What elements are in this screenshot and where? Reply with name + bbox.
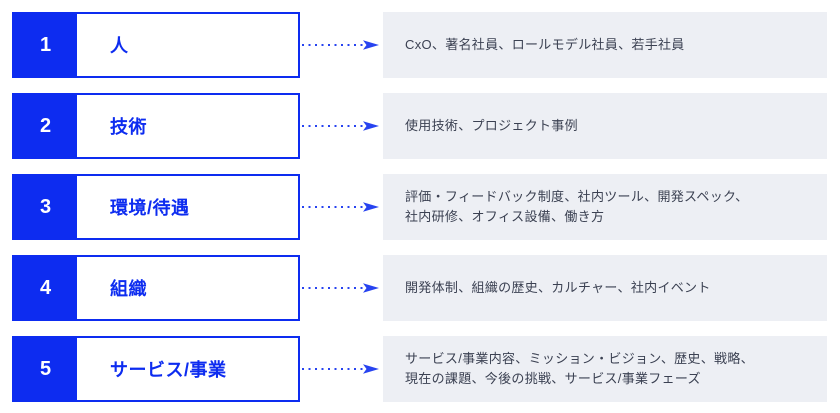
category-description: CxO、著名社員、ロールモデル社員、若手社員 xyxy=(383,12,827,78)
category-label: サービス/事業 xyxy=(110,360,227,380)
step-number-badge: 4 xyxy=(14,257,77,319)
category-description: サービス/事業内容、ミッション・ビジョン、歴史、戦略、 現在の課題、今後の挑戦、… xyxy=(383,336,827,402)
category-box: 1 人 xyxy=(12,12,300,78)
category-label: 組織 xyxy=(110,279,147,299)
category-label: 技術 xyxy=(110,117,147,137)
dotted-arrow-icon xyxy=(300,255,383,321)
category-description: 使用技術、プロジェクト事例 xyxy=(383,93,827,159)
category-row-4: 4 組織 開発体制、組織の歴史、カルチャー、社内イベント xyxy=(12,255,827,321)
category-label: 環境/待遇 xyxy=(110,198,190,218)
category-box: 3 環境/待遇 xyxy=(12,174,300,240)
category-description: 評価・フィードバック制度、社内ツール、開発スペック、 社内研修、オフィス設備、働… xyxy=(383,174,827,240)
category-description: 開発体制、組織の歴史、カルチャー、社内イベント xyxy=(383,255,827,321)
category-row-3: 3 環境/待遇 評価・フィードバック制度、社内ツール、開発スペック、 社内研修、… xyxy=(12,174,827,240)
step-number-badge: 2 xyxy=(14,95,77,157)
step-number-badge: 3 xyxy=(14,176,77,238)
category-box: 4 組織 xyxy=(12,255,300,321)
category-diagram: 1 人 CxO、著名社員、ロールモデル社員、若手社員 2 技術 xyxy=(12,12,827,402)
step-number-badge: 1 xyxy=(14,14,77,76)
category-box: 5 サービス/事業 xyxy=(12,336,300,402)
category-row-1: 1 人 CxO、著名社員、ロールモデル社員、若手社員 xyxy=(12,12,827,78)
category-box: 2 技術 xyxy=(12,93,300,159)
dotted-arrow-icon xyxy=(300,336,383,402)
category-label: 人 xyxy=(110,36,129,56)
category-row-2: 2 技術 使用技術、プロジェクト事例 xyxy=(12,93,827,159)
dotted-arrow-icon xyxy=(300,93,383,159)
dotted-arrow-icon xyxy=(300,174,383,240)
category-row-5: 5 サービス/事業 サービス/事業内容、ミッション・ビジョン、歴史、戦略、 現在… xyxy=(12,336,827,402)
step-number-badge: 5 xyxy=(14,338,77,400)
dotted-arrow-icon xyxy=(300,12,383,78)
